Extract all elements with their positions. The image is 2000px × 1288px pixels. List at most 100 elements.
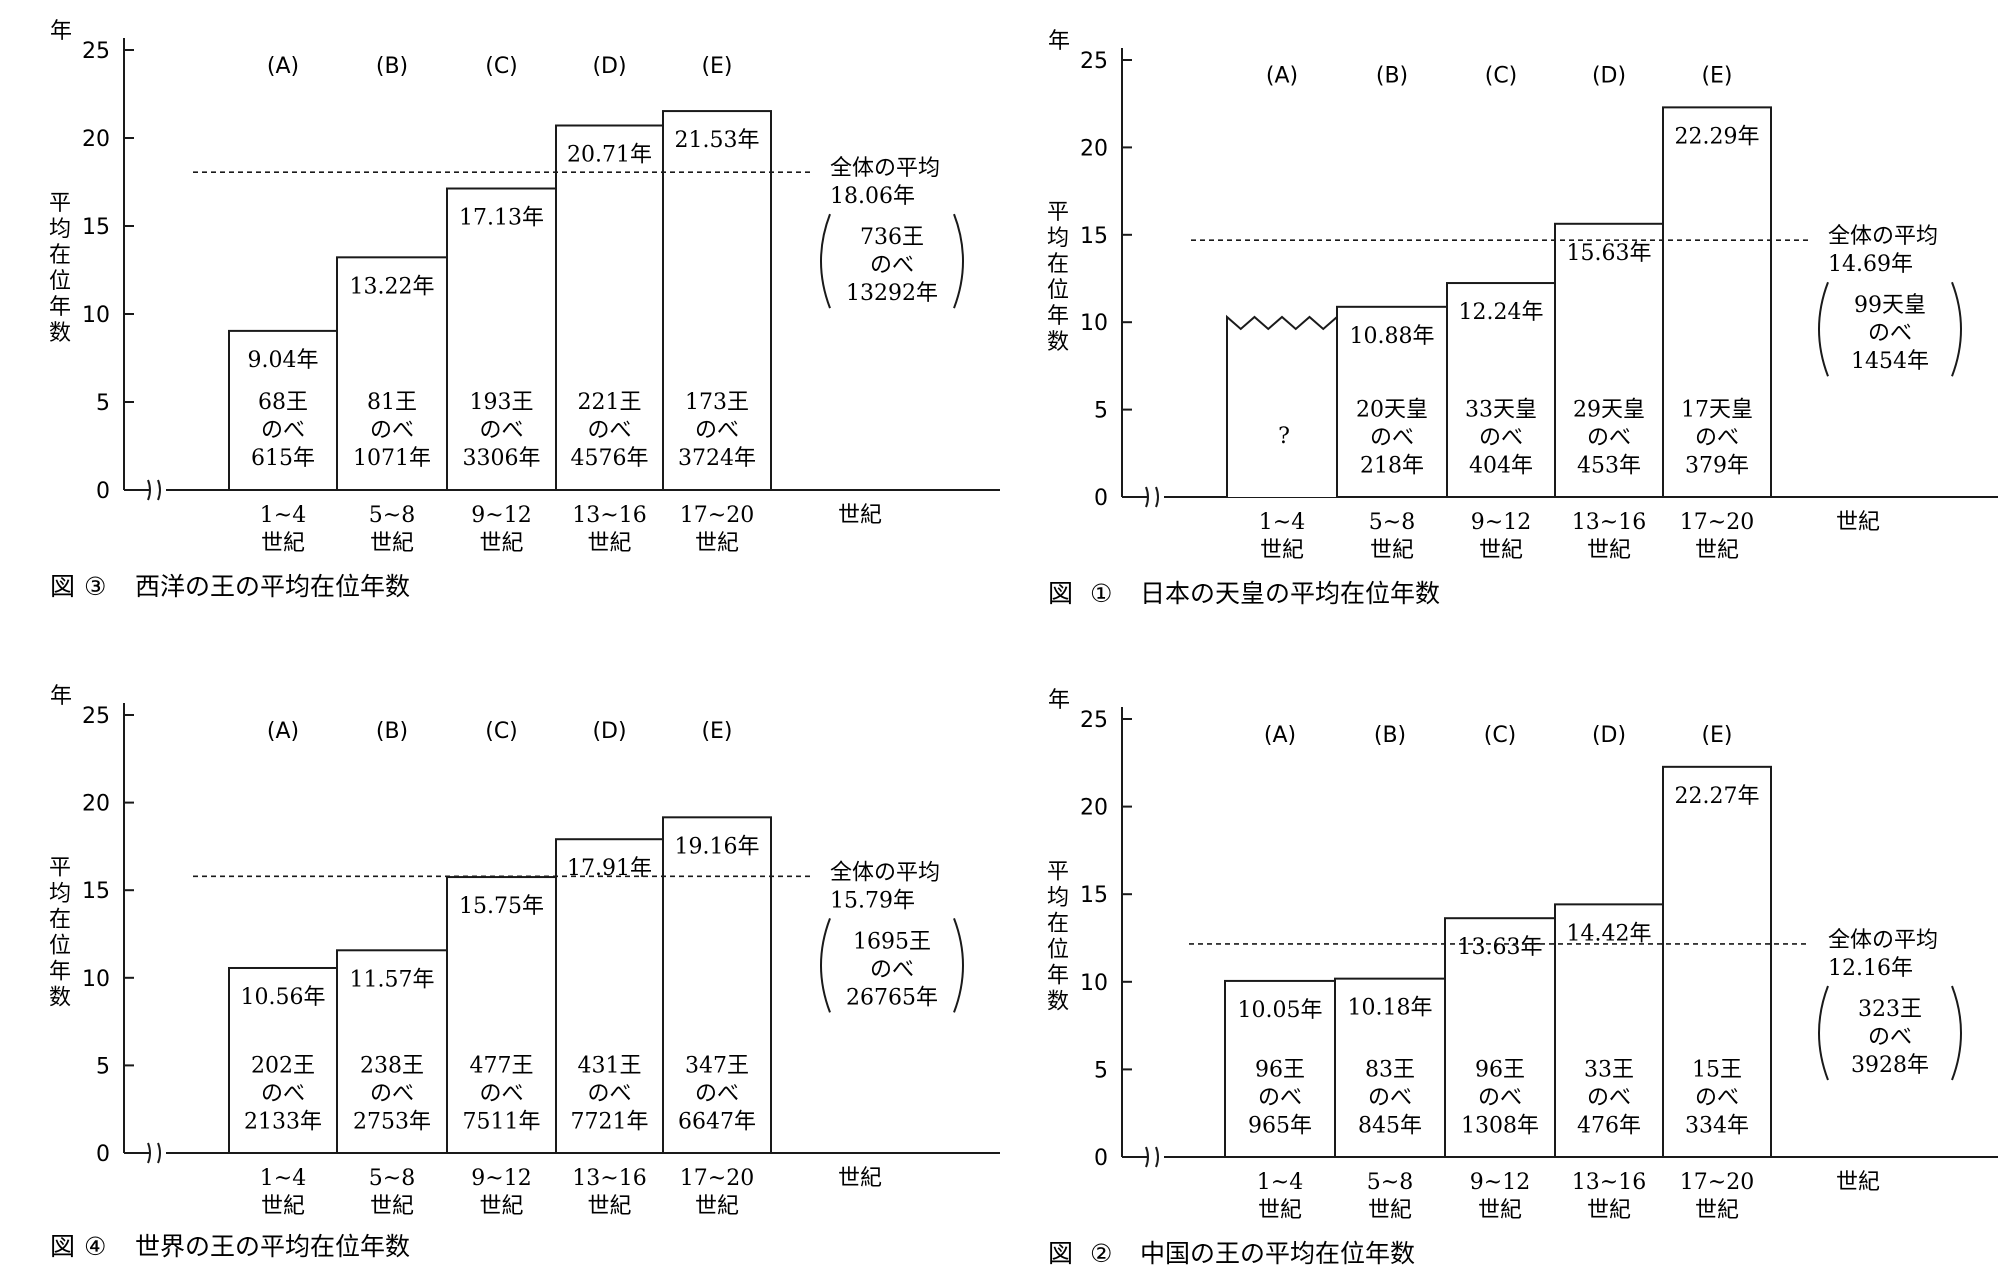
fig1-x-tick-label: 13~16 bbox=[1572, 510, 1646, 535]
fig4-caption-prefix: 図 bbox=[50, 1232, 75, 1261]
fig2-bar-detail: 83王 bbox=[1365, 1057, 1415, 1082]
fig4-x-tick-label: 世紀 bbox=[695, 1194, 739, 1219]
fig3-y-label-char: 均 bbox=[49, 217, 71, 242]
fig4-y-label-char: 位 bbox=[49, 933, 71, 958]
fig4-bar-detail: 202王 bbox=[251, 1053, 315, 1078]
fig1-group-label: (E) bbox=[1701, 64, 1732, 89]
fig4-y-unit: 年 bbox=[50, 684, 72, 709]
fig1-bar-detail: 379年 bbox=[1685, 454, 1749, 479]
fig2-x-tick-label: 世紀 bbox=[1258, 1198, 1302, 1223]
fig3-bar-detail: 193王 bbox=[470, 390, 534, 415]
fig2-y-label-char: 平 bbox=[1047, 859, 1069, 884]
fig2-bar-detail: 845年 bbox=[1358, 1113, 1422, 1138]
fig1-y-label-char: 均 bbox=[1047, 226, 1069, 251]
fig1-group-label: (D) bbox=[1592, 64, 1626, 89]
fig4-y-label-char: 数 bbox=[49, 985, 71, 1010]
fig1-x-tick-label: 17~20 bbox=[1680, 510, 1754, 535]
fig2-bar-detail: のべ bbox=[1587, 1085, 1631, 1110]
fig4-y-label-char: 平 bbox=[49, 855, 71, 880]
fig1-y-label-char: 平 bbox=[1047, 200, 1069, 225]
fig2-average-value: 12.16年 bbox=[1828, 956, 1913, 981]
fig4-value-label: 10.56年 bbox=[241, 985, 326, 1010]
fig3-x-tick-label: 5~8 bbox=[369, 503, 415, 528]
fig4-bar-detail: 238王 bbox=[360, 1053, 424, 1078]
fig2-y-label-char: 位 bbox=[1047, 937, 1069, 962]
fig4-bar-detail: 347王 bbox=[685, 1053, 749, 1078]
fig4-value-label: 11.57年 bbox=[350, 967, 435, 992]
fig2-total-line: のべ bbox=[1868, 1025, 1912, 1050]
fig2-group-label: (A) bbox=[1264, 723, 1296, 748]
fig4-bar-detail: のべ bbox=[261, 1081, 305, 1106]
fig4-bar-detail: のべ bbox=[587, 1081, 631, 1106]
fig4-y-label-char: 年 bbox=[49, 959, 71, 984]
fig3-average-label: 全体の平均 bbox=[830, 156, 940, 181]
fig4-bar bbox=[336, 949, 448, 1154]
fig2-total-line: 323王 bbox=[1858, 997, 1922, 1022]
fig2-x-tick-label: 17~20 bbox=[1680, 1170, 1754, 1195]
fig1-bar bbox=[1662, 106, 1772, 499]
fig2-bar-detail: のべ bbox=[1695, 1085, 1739, 1110]
fig4-y-tick-label: 15 bbox=[82, 879, 110, 904]
fig3-bar-detail: 615年 bbox=[251, 446, 315, 471]
fig4-x-tick-label: 世紀 bbox=[587, 1194, 631, 1219]
fig4-x-tick-label: 世紀 bbox=[261, 1194, 305, 1219]
fig3-bar-detail: 68王 bbox=[258, 390, 308, 415]
fig1-y-tick-label: 15 bbox=[1080, 224, 1108, 249]
fig1-average-label: 全体の平均 bbox=[1828, 224, 1938, 249]
fig4-y-tick-label: 0 bbox=[96, 1142, 110, 1167]
fig2-bar-detail: のべ bbox=[1368, 1085, 1412, 1110]
fig1-bar-detail: 33天皇 bbox=[1465, 398, 1537, 423]
fig1-paren-left bbox=[1818, 281, 1829, 377]
fig4-bar bbox=[446, 876, 557, 1154]
fig3-average-value: 18.06年 bbox=[830, 184, 915, 209]
fig3-y-tick-label: 0 bbox=[96, 479, 110, 504]
fig2-bar-detail: 334年 bbox=[1685, 1113, 1749, 1138]
fig2-caption-number: ② bbox=[1090, 1239, 1112, 1268]
fig3-bar-detail: 4576年 bbox=[571, 446, 649, 471]
fig4-y-tick-label: 25 bbox=[82, 704, 110, 729]
fig1-bar bbox=[1336, 305, 1448, 498]
fig1-bar bbox=[1554, 222, 1664, 498]
fig1-y-tick-label: 25 bbox=[1080, 49, 1108, 74]
fig3-bar-detail: のべ bbox=[479, 418, 523, 443]
fig3-paren-left bbox=[820, 213, 831, 309]
fig3-y-label-char: 平 bbox=[49, 191, 71, 216]
fig2-value-label: 10.05年 bbox=[1238, 998, 1323, 1023]
fig4-bar-detail: 477王 bbox=[470, 1053, 534, 1078]
fig4-bar bbox=[662, 816, 772, 1154]
fig3-bar bbox=[662, 110, 772, 492]
fig3-total-line: 13292年 bbox=[846, 281, 938, 306]
fig2-value-label: 22.27年 bbox=[1675, 784, 1760, 809]
fig3-total-line: のべ bbox=[870, 253, 914, 278]
fig3-bar-detail: 1071年 bbox=[353, 446, 431, 471]
fig4-paren-right bbox=[953, 918, 964, 1013]
fig3-x-tick-label: 世紀 bbox=[695, 531, 739, 556]
fig3-x-label: 世紀 bbox=[838, 503, 882, 528]
fig1-x-tick-label: 世紀 bbox=[1370, 538, 1414, 563]
fig4-bar bbox=[228, 966, 338, 1154]
fig4-axis-break bbox=[147, 1142, 161, 1164]
fig3-bar-detail: のべ bbox=[370, 418, 414, 443]
fig3-bar-detail: 3306年 bbox=[463, 446, 541, 471]
fig1-caption-title: 日本の天皇の平均在位年数 bbox=[1140, 579, 1440, 608]
fig3-caption-title: 西洋の王の平均在位年数 bbox=[135, 572, 410, 601]
fig3-x-tick-label: 世紀 bbox=[370, 531, 414, 556]
fig3-group-label: (B) bbox=[376, 54, 408, 79]
fig4-caption-title: 世界の王の平均在位年数 bbox=[135, 1232, 410, 1261]
fig3-bar-detail: 173王 bbox=[685, 390, 749, 415]
fig1-axis-break bbox=[1145, 486, 1159, 508]
fig2-group-label: (C) bbox=[1484, 723, 1517, 748]
fig4-bar-detail: 7721年 bbox=[571, 1109, 649, 1134]
fig1-bar-detail: 453年 bbox=[1577, 454, 1641, 479]
fig1-group-label: (A) bbox=[1266, 64, 1298, 89]
fig1-bar bbox=[1446, 282, 1556, 498]
fig4-x-tick-label: 13~16 bbox=[572, 1166, 646, 1191]
fig1-bar-detail: のべ bbox=[1479, 426, 1523, 451]
fig2-x-tick-label: 世紀 bbox=[1368, 1198, 1412, 1223]
fig4-group-label: (A) bbox=[267, 719, 299, 744]
fig4-bar-detail: 7511年 bbox=[463, 1109, 541, 1134]
fig4-value-label: 19.16年 bbox=[675, 834, 760, 859]
fig4-y-label-char: 均 bbox=[49, 881, 71, 906]
fig1-y-tick-label: 20 bbox=[1080, 136, 1108, 161]
fig1-caption-number: ① bbox=[1090, 579, 1112, 608]
